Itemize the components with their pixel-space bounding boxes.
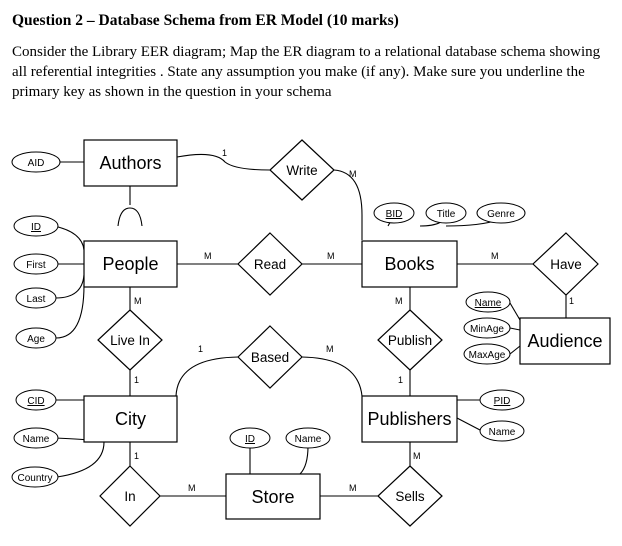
cardinality-authors-write: 1 — [222, 148, 227, 158]
entity-books: Books — [361, 240, 458, 288]
attribute-audience-name: Name — [465, 291, 511, 313]
entity-people-label: People — [102, 254, 158, 274]
cardinality-in-store: M — [188, 483, 196, 493]
svg-text:BID: BID — [386, 209, 403, 220]
relationship-based-label: Based — [251, 350, 289, 365]
cardinality-books-have: M — [491, 251, 499, 261]
attribute-pid: PID — [479, 389, 525, 411]
relationship-in-label: In — [124, 489, 135, 504]
entity-authors: Authors — [83, 139, 178, 187]
attribute-minage: MinAge — [463, 317, 511, 339]
svg-text:Country: Country — [17, 473, 52, 484]
entity-city: City — [83, 395, 178, 443]
svg-text:Genre: Genre — [487, 209, 515, 220]
svg-text:AID: AID — [28, 158, 45, 169]
cardinality-have-audience: 1 — [569, 296, 574, 306]
svg-text:PID: PID — [494, 396, 511, 407]
cardinality-write-books: M — [349, 169, 357, 179]
entity-audience: Audience — [519, 317, 611, 365]
cardinality-people-read: M — [204, 251, 212, 261]
svg-text:MinAge: MinAge — [470, 324, 504, 335]
relationship-based: Based — [237, 325, 303, 389]
question-title: Question 2 – Database Schema from ER Mod… — [12, 12, 399, 29]
attribute-aid: AID — [11, 151, 61, 173]
attribute-maxage: MaxAge — [463, 343, 511, 365]
svg-text:MaxAge: MaxAge — [469, 350, 506, 361]
attribute-first: First — [13, 253, 59, 275]
attribute-bid: BID — [373, 202, 415, 224]
svg-text:Age: Age — [27, 334, 45, 345]
svg-text:ID: ID — [245, 434, 255, 445]
cardinality-livein-city: 1 — [134, 375, 139, 385]
relationship-live-in: Live In — [97, 309, 163, 371]
cardinality-publish-publishers: 1 — [398, 375, 403, 385]
cardinality-labels: 1 M M M M 1 M 1 M 1 1 M 1 M M M — [134, 148, 574, 493]
attribute-title: Title — [425, 202, 467, 224]
attribute-store-name: Name — [285, 427, 331, 449]
relationship-publish: Publish — [377, 309, 443, 371]
cardinality-based-publishers: M — [326, 344, 334, 354]
cardinality-read-books: M — [327, 251, 335, 261]
attribute-country: Country — [11, 466, 59, 488]
attribute-cid: CID — [15, 389, 57, 411]
svg-text:Name: Name — [295, 434, 322, 445]
entity-people: People — [83, 240, 178, 288]
relationship-write-label: Write — [286, 163, 317, 178]
svg-text:Name: Name — [475, 298, 502, 309]
cardinality-sells-publishers: M — [413, 451, 421, 461]
svg-text:Last: Last — [27, 294, 46, 305]
svg-text:Name: Name — [23, 434, 50, 445]
cardinality-people-livein: M — [134, 296, 142, 306]
entity-store-label: Store — [251, 487, 294, 507]
entity-authors-label: Authors — [99, 153, 161, 173]
entity-publishers: Publishers — [361, 395, 458, 443]
svg-text:Title: Title — [437, 209, 456, 220]
cardinality-books-publish: M — [395, 296, 403, 306]
question-text: Consider the Library EER diagram; Map th… — [12, 44, 601, 100]
relationship-read: Read — [237, 232, 303, 296]
relationship-read-label: Read — [254, 257, 286, 272]
cardinality-store-sells: M — [349, 483, 357, 493]
attribute-store-id: ID — [229, 427, 271, 449]
relationship-have-label: Have — [550, 257, 582, 272]
attribute-people-id: ID — [13, 215, 59, 237]
relationship-live-in-label: Live In — [110, 333, 150, 348]
relationship-sells-label: Sells — [395, 489, 425, 504]
attribute-publisher-name: Name — [479, 420, 525, 442]
entity-store: Store — [225, 473, 321, 520]
svg-text:First: First — [26, 260, 46, 271]
svg-text:Name: Name — [489, 427, 516, 438]
svg-text:ID: ID — [31, 222, 41, 233]
cardinality-city-based: 1 — [198, 344, 203, 354]
attribute-genre: Genre — [476, 202, 526, 224]
relationship-sells: Sells — [377, 465, 443, 527]
relationship-publish-label: Publish — [388, 333, 432, 348]
relationship-write: Write — [269, 139, 335, 201]
attribute-age: Age — [15, 327, 57, 349]
connector-lines — [53, 153, 567, 497]
relationship-in: In — [99, 465, 161, 527]
cardinality-city-in: 1 — [134, 451, 139, 461]
entity-publishers-label: Publishers — [367, 409, 451, 429]
entity-city-label: City — [115, 409, 146, 429]
attribute-last: Last — [15, 287, 57, 309]
entity-audience-label: Audience — [527, 331, 602, 351]
svg-text:CID: CID — [27, 396, 44, 407]
attribute-city-name: Name — [13, 427, 59, 449]
relationship-have: Have — [532, 232, 599, 296]
entity-books-label: Books — [384, 254, 434, 274]
